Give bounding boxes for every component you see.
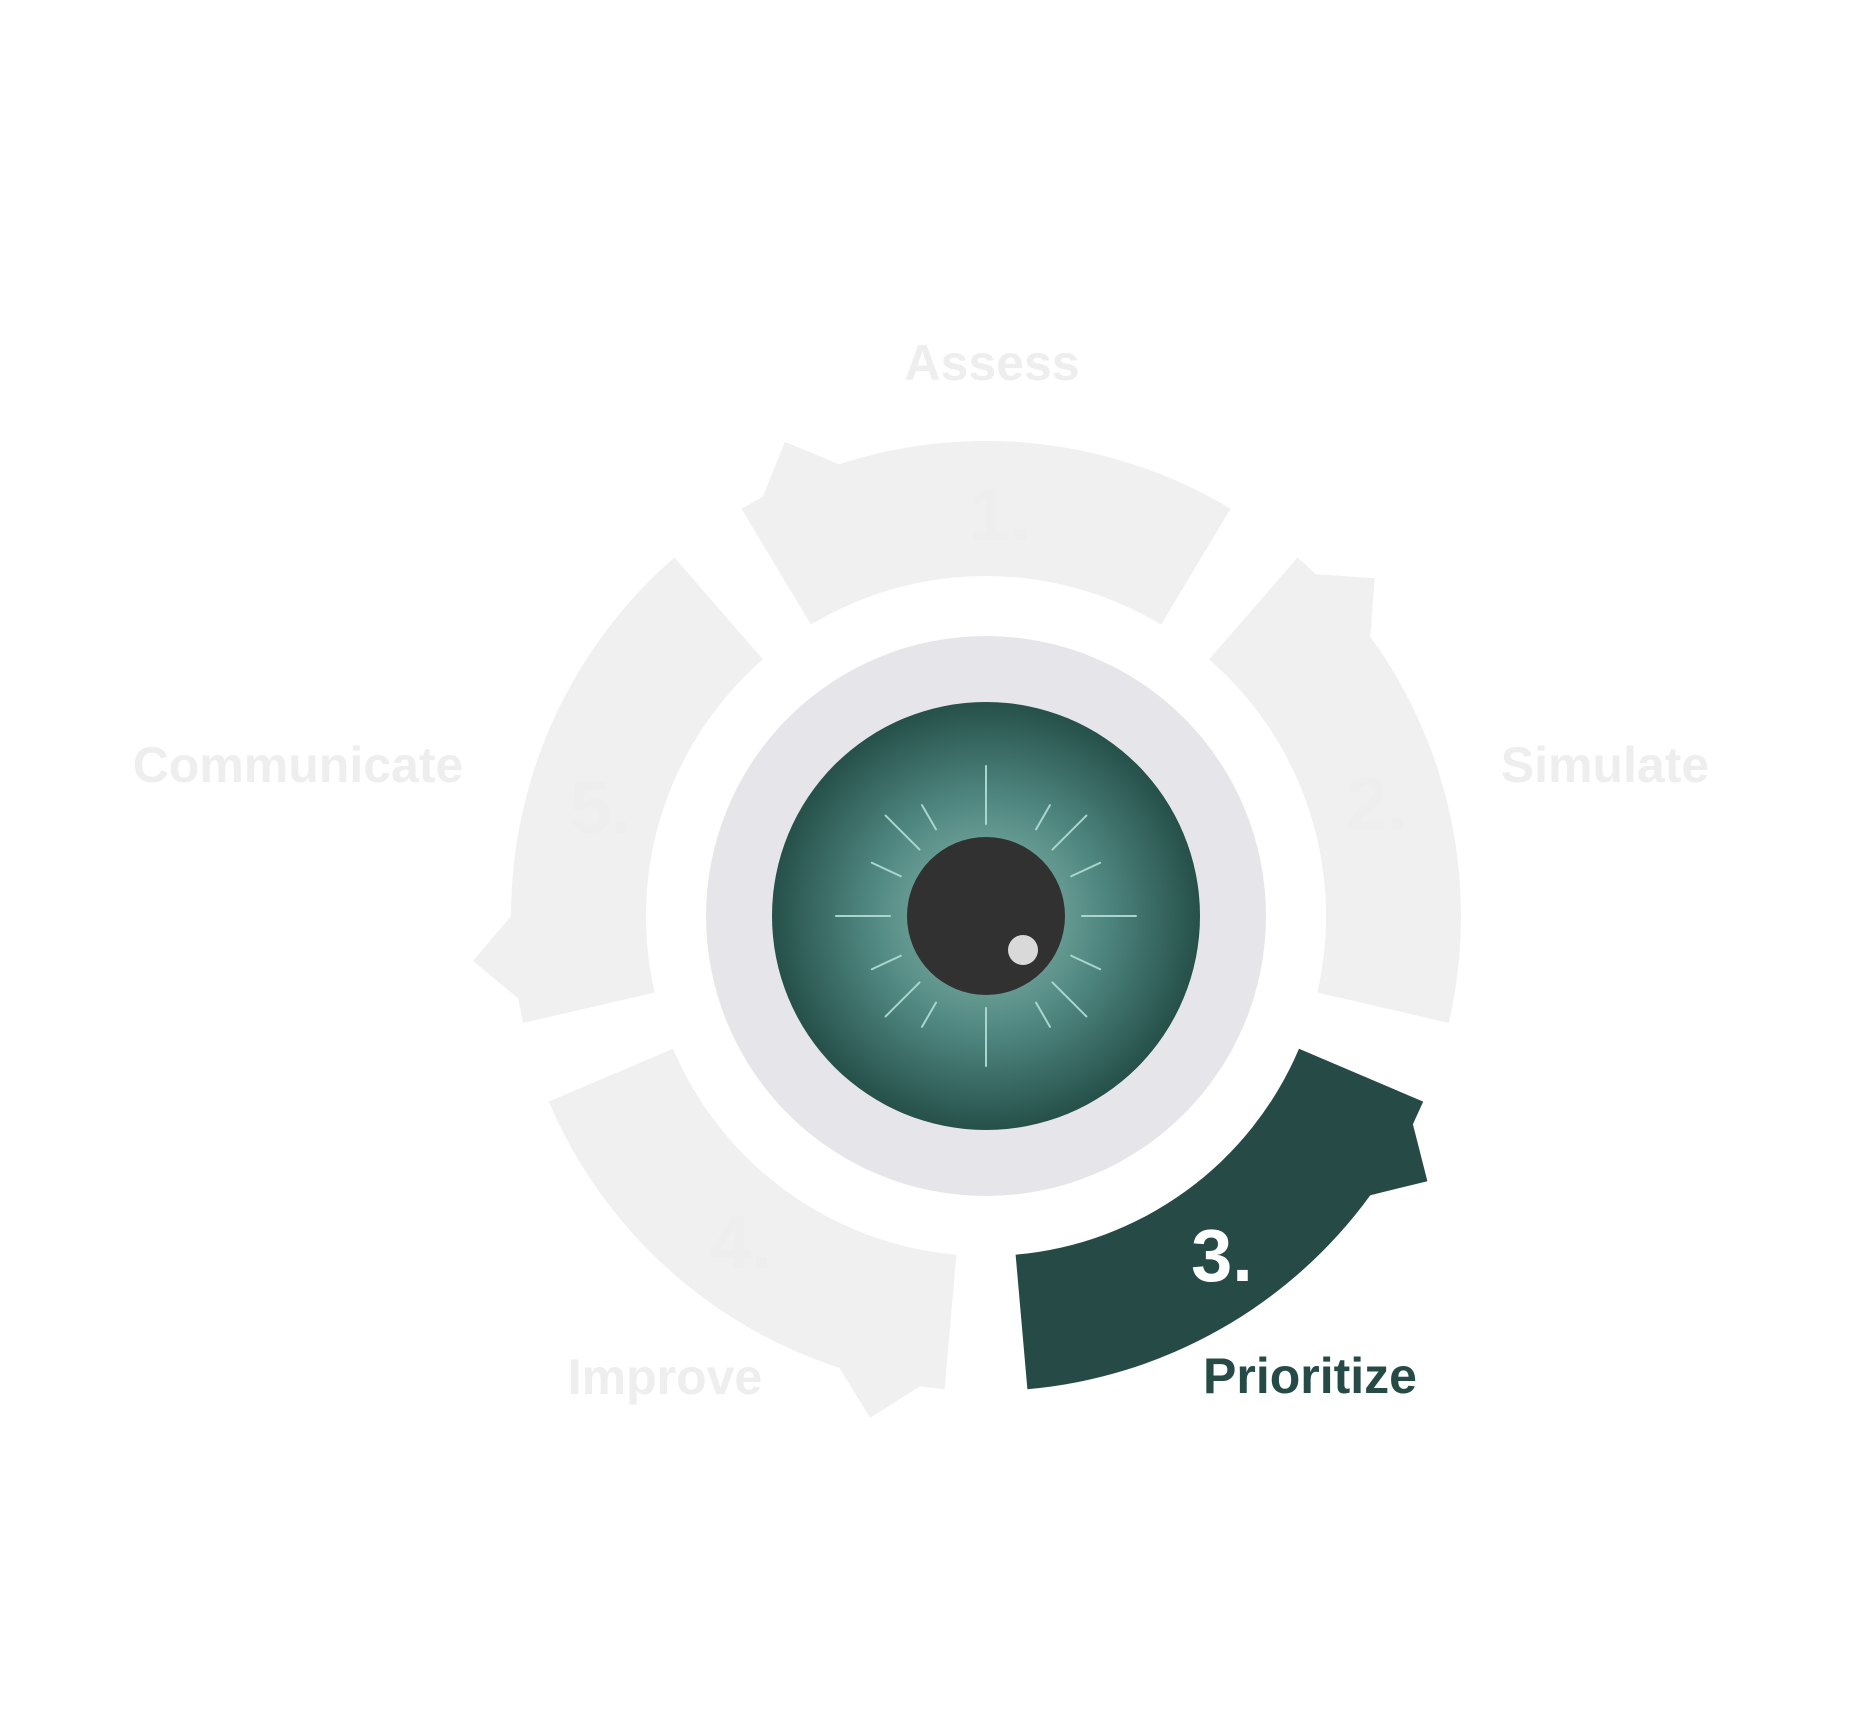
iris-line bbox=[1035, 804, 1051, 831]
segment-communicate[interactable] bbox=[473, 557, 763, 1023]
step-labels: Assess Simulate Prioritize Improve Commu… bbox=[133, 335, 1710, 1405]
segment-simulate[interactable] bbox=[1209, 557, 1461, 1023]
iris-line bbox=[1051, 981, 1088, 1018]
iris-lines bbox=[835, 765, 1137, 1067]
iris-line bbox=[884, 814, 921, 851]
iris-line bbox=[870, 954, 902, 971]
pupil bbox=[907, 837, 1065, 995]
step-label-communicate: Communicate bbox=[133, 737, 464, 793]
step-label-prioritize: Prioritize bbox=[1203, 1348, 1417, 1404]
segment-prioritize[interactable] bbox=[1015, 1048, 1428, 1390]
iris-line bbox=[921, 1001, 937, 1028]
step-number-1: 1. bbox=[969, 473, 1031, 556]
iris-line bbox=[1070, 861, 1102, 878]
iris-line bbox=[1035, 1001, 1051, 1028]
step-number-4: 4. bbox=[710, 1201, 772, 1284]
eye-icon bbox=[706, 636, 1266, 1196]
segment-assess[interactable] bbox=[741, 440, 1231, 625]
iris-line bbox=[884, 981, 921, 1018]
iris-line bbox=[1051, 814, 1088, 851]
step-number-5: 5. bbox=[570, 766, 632, 849]
step-label-simulate: Simulate bbox=[1501, 737, 1709, 793]
step-number-3: 3. bbox=[1191, 1214, 1253, 1297]
pupil-highlight bbox=[1008, 935, 1038, 965]
step-label-assess: Assess bbox=[904, 335, 1079, 391]
iris-line bbox=[921, 804, 937, 831]
iris-line bbox=[1070, 954, 1102, 971]
step-label-improve: Improve bbox=[568, 1349, 763, 1405]
iris-line bbox=[870, 861, 902, 878]
segment-improve[interactable] bbox=[548, 1048, 957, 1418]
step-numbers: 1. 2. 3. 4. 5. bbox=[570, 473, 1408, 1297]
step-number-2: 2. bbox=[1346, 762, 1408, 845]
segment-group bbox=[473, 440, 1461, 1418]
